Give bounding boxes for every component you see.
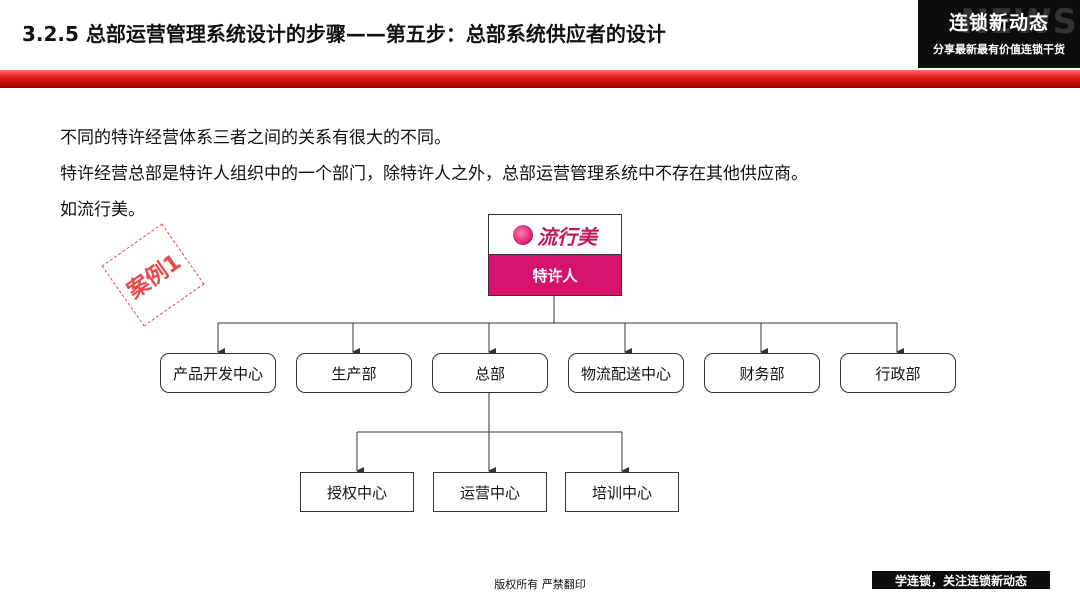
copyright-footer: 版权所有 严禁翻印: [494, 578, 586, 591]
dept-node-admin: 行政部: [840, 353, 956, 393]
header-divider-bar: [0, 70, 1080, 88]
dept-node-logistics: 物流配送中心: [568, 353, 684, 393]
dept-node-finance: 财务部: [704, 353, 820, 393]
page-title: 3.2.5 总部运营管理系统设计的步骤——第五步：总部系统供应者的设计: [22, 22, 666, 46]
franchisor-logo: 流行美: [488, 214, 622, 256]
body-line-2: 特许经营总部是特许人组织中的一个部门，除特许人之外，总部运营管理系统中不存在其他…: [60, 164, 808, 184]
logo-wordmark: 流行美: [537, 224, 597, 249]
dept-node-production: 生产部: [296, 353, 412, 393]
brand-badge: NEWS 连锁新动态 分享最新最有价值连锁干货: [918, 0, 1080, 68]
hq-node-operations: 运营中心: [433, 472, 547, 512]
brand-watermark: NEWS: [960, 2, 1078, 42]
follow-banner: 学连锁，关注连锁新动态: [872, 571, 1050, 589]
hq-node-licensing: 授权中心: [300, 472, 414, 512]
hq-node-training: 培训中心: [565, 472, 679, 512]
brand-slogan: 分享最新最有价值连锁干货: [933, 43, 1065, 56]
dept-node-product-dev: 产品开发中心: [160, 353, 276, 393]
brand-title: 连锁新动态: [948, 12, 1049, 34]
body-text: 不同的特许经营体系三者之间的关系有很大的不同。 特许经营总部是特许人组织中的一个…: [60, 120, 808, 228]
dept-node-headquarters: 总部: [432, 353, 548, 393]
body-line-1: 不同的特许经营体系三者之间的关系有很大的不同。: [60, 128, 451, 148]
rose-logo-icon: [513, 225, 533, 245]
body-line-3: 如流行美。: [60, 200, 145, 220]
franchisor-node: 特许人: [488, 254, 622, 296]
